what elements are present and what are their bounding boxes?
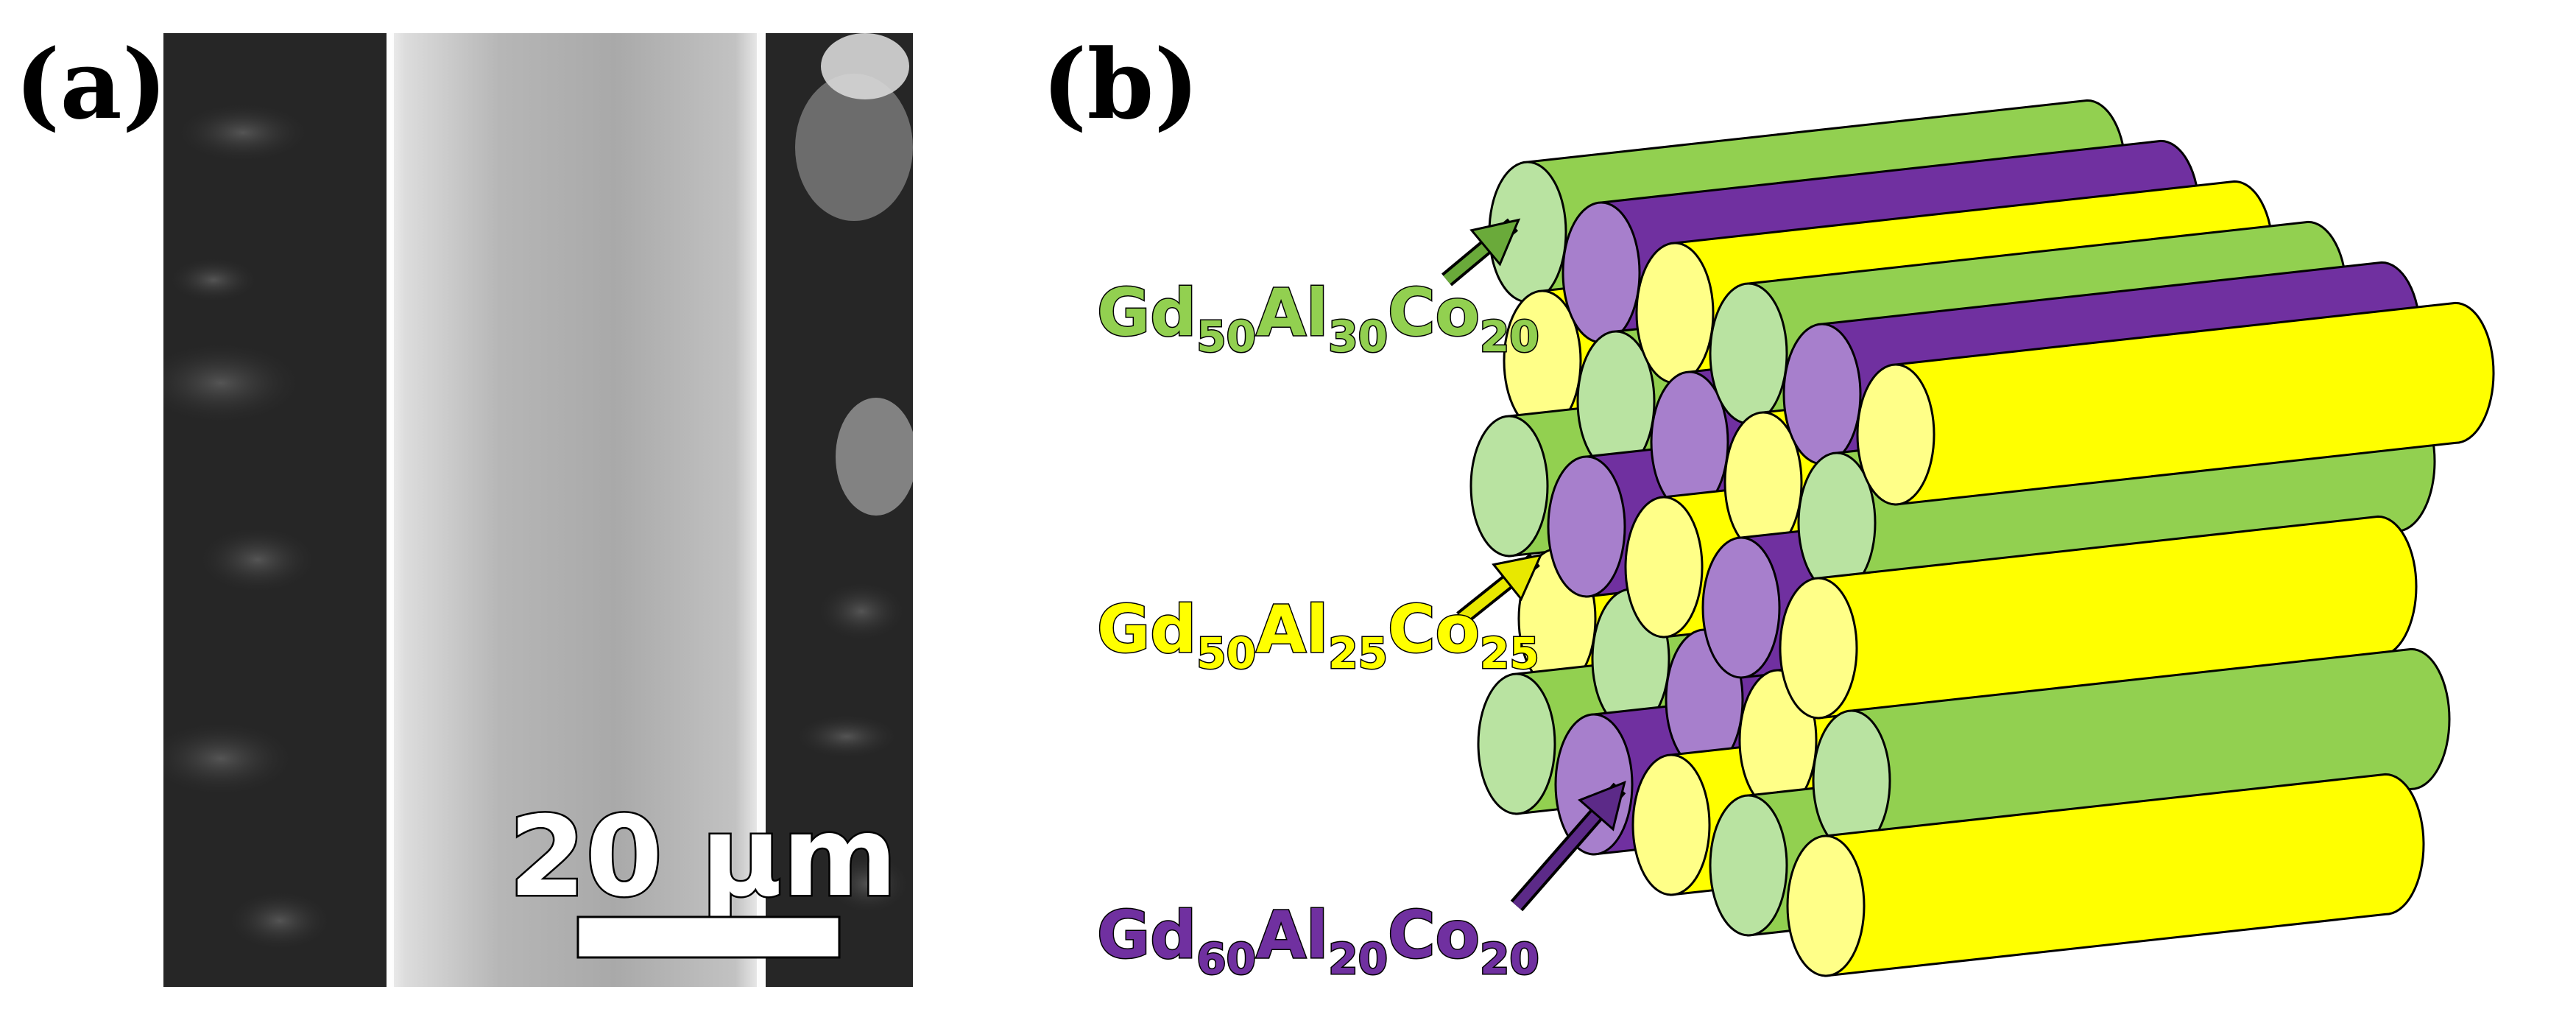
cylinder-end-face <box>1786 834 1866 977</box>
formula-subscript: 25 <box>1328 628 1388 678</box>
formula-element: Co <box>1388 897 1480 973</box>
formula-subscript: 20 <box>1328 934 1388 984</box>
fiber-cylinder-yellow <box>1856 301 2495 506</box>
formula-element: Gd <box>1097 591 1196 667</box>
alloy-label-purple: Gd60Al20Co20 <box>1096 781 1626 985</box>
panel-b-label: (b) <box>1042 28 1199 141</box>
alloy-formula: Gd60Al20Co20 <box>1097 897 1539 984</box>
formula-element: Gd <box>1097 275 1196 351</box>
cylinder-end-face <box>1779 577 1858 720</box>
formula-element: Co <box>1388 591 1480 667</box>
cylinder-body <box>1824 773 2425 977</box>
cylinder-end-face <box>1477 672 1556 815</box>
formula-element: Co <box>1388 275 1480 351</box>
cylinder-body <box>1894 301 2495 506</box>
cylinder-end-face <box>1635 242 1715 384</box>
cylinder-end-face <box>1709 282 1788 425</box>
fiber-bundle <box>1469 99 2495 977</box>
arrow-head <box>1469 218 1521 267</box>
formula-subscript: 20 <box>1480 934 1539 984</box>
formula-element: Al <box>1256 897 1328 973</box>
formula-subscript: 60 <box>1196 934 1256 984</box>
formula-element: Gd <box>1097 897 1196 973</box>
cylinder-end-face <box>1631 753 1711 896</box>
cylinder-end-face <box>1856 363 1935 506</box>
scale-bar-line <box>576 915 841 959</box>
cylinder-end-face <box>1562 201 1641 344</box>
alloy-formula: Gd50Al25Co25 <box>1097 591 1539 678</box>
panel-a-label: (a) <box>15 28 167 141</box>
fiber-cylinder-yellow <box>1786 773 2425 977</box>
scale-bar-label: 20 μm <box>509 793 897 921</box>
formula-subscript: 25 <box>1480 628 1539 678</box>
cylinder-end-face <box>1782 323 1862 465</box>
cylinder-end-face <box>1469 415 1549 558</box>
arrow-head <box>1577 781 1626 832</box>
scale-bar: 20 μm <box>507 792 899 959</box>
formula-element: Al <box>1256 591 1328 667</box>
alloy-formula: Gd50Al30Co20 <box>1097 275 1539 362</box>
formula-subscript: 50 <box>1196 312 1256 362</box>
formula-subscript: 30 <box>1328 312 1388 362</box>
alloy-label-green: Gd50Al30Co20 <box>1096 218 1540 363</box>
sem-micrograph <box>163 33 913 987</box>
arrow-head <box>1492 553 1543 602</box>
fiber <box>387 33 766 987</box>
background-texture <box>163 33 913 950</box>
formula-element: Al <box>1256 275 1328 351</box>
cylinder-end-face <box>1547 455 1626 598</box>
alloy-label-yellow: Gd50Al25Co25 <box>1096 553 1543 680</box>
cylinder-end-face <box>1701 536 1781 679</box>
cylinder-end-face <box>1624 496 1704 639</box>
formula-subscript: 50 <box>1196 628 1256 678</box>
formula-subscript: 20 <box>1480 312 1539 362</box>
cylinder-end-face <box>1709 794 1788 937</box>
